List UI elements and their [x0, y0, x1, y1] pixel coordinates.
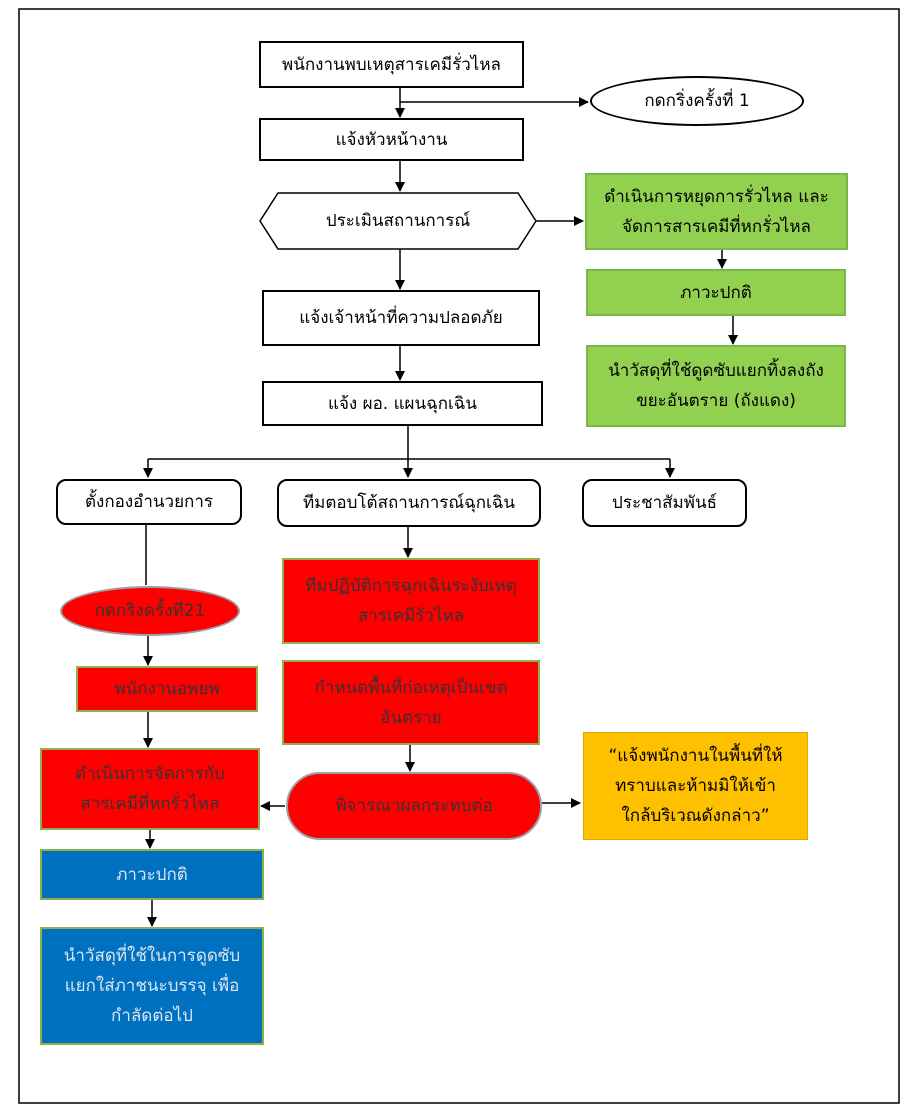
node-notify-supervisor-label: แจ้งหัวหน้างาน [335, 129, 448, 150]
node-normal-blue-label: ภาวะปกติ [116, 864, 188, 885]
node-normal-blue: ภาวะปกติ [40, 849, 264, 900]
node-command-post: ตั้งกองอำนวยการ [56, 479, 242, 525]
node-command-post-label: ตั้งกองอำนวยการ [85, 492, 213, 512]
node-public-relations: ประชาสัมพันธ์ [582, 479, 747, 527]
node-warn-employees: “แจ้งพนักงานในพื้นที่ให้ ทราบและห้ามมิให… [583, 732, 808, 840]
node-consider-impact: พิจารณาผลกระทบต่อ [286, 772, 542, 840]
node-warn-employees-label: “แจ้งพนักงานในพื้นที่ให้ ทราบและห้ามมิให… [608, 746, 783, 826]
node-found-spill: พนักงานพบเหตุสารเคมีรั่วไหล [259, 41, 524, 88]
node-dispose-red-bin: นำวัสดุที่ใช้ดูดซับแยกทิ้งลงถัง ขยะอันตร… [586, 345, 846, 427]
node-notify-safety: แจ้งเจ้าหน้าที่ความปลอดภัย [262, 290, 540, 346]
node-handle-chemical-label: ดำเนินการจัดการกับ สารเคมีที่หกรั่วไหล [75, 764, 225, 814]
node-absorb-container: นำวัสดุที่ใช้ในการดูดซับ แยกใส่ภาชนะบรรจ… [40, 927, 264, 1045]
node-handle-chemical: ดำเนินการจัดการกับ สารเคมีที่หกรั่วไหล [40, 748, 260, 830]
decision-hexagon [259, 192, 537, 250]
node-assess-situation-label: ประเมินสถานการณ์ [325, 211, 471, 231]
node-stop-leak-label: ดำเนินการหยุดการรั่วไหล และ จัดการสารเคม… [604, 186, 829, 237]
node-response-team: ทีมตอบโต้สถานการณ์ฉุกเฉิน [277, 479, 541, 527]
node-notify-director-label: แจ้ง ผอ. แผนฉุกเฉิน [327, 393, 478, 414]
node-danger-zone-label: กำหนดพื้นที่ก่อเหตุเป็นเขต อันตราย [314, 677, 508, 728]
node-first-alarm: กดกริ่งครั้งที่ 1 [590, 76, 804, 126]
node-normal-green: ภาวะปกติ [586, 269, 846, 316]
node-dispose-red-bin-label: นำวัสดุที่ใช้ดูดซับแยกทิ้งลงถัง ขยะอันตร… [608, 361, 824, 411]
node-public-relations-label: ประชาสัมพันธ์ [612, 493, 717, 513]
node-first-alarm-label: กดกริ่งครั้งที่ 1 [644, 91, 750, 111]
node-found-spill-label: พนักงานพบเหตุสารเคมีรั่วไหล [282, 54, 501, 75]
node-consider-impact-label: พิจารณาผลกระทบต่อ [335, 796, 493, 816]
node-second-alarm-label: กดกริ่งครั้งที่21 [94, 601, 206, 621]
outer-frame [18, 8, 900, 1104]
node-emergency-ops: ทีมปฏิบัติการฉุกเฉินระงับเหตุ สารเคมีรั่… [282, 558, 540, 644]
node-notify-supervisor: แจ้งหัวหน้างาน [259, 118, 524, 161]
node-stop-leak: ดำเนินการหยุดการรั่วไหล และ จัดการสารเคม… [585, 173, 848, 250]
node-normal-green-label: ภาวะปกติ [680, 282, 752, 303]
node-second-alarm: กดกริ่งครั้งที่21 [60, 586, 240, 636]
node-evacuate: พนักงานอพยพ [76, 666, 258, 712]
node-danger-zone: กำหนดพื้นที่ก่อเหตุเป็นเขต อันตราย [282, 660, 540, 745]
node-assess-situation: ประเมินสถานการณ์ [262, 194, 534, 248]
node-response-team-label: ทีมตอบโต้สถานการณ์ฉุกเฉิน [302, 493, 516, 513]
node-evacuate-label: พนักงานอพยพ [114, 679, 220, 699]
node-absorb-container-label: นำวัสดุที่ใช้ในการดูดซับ แยกใส่ภาชนะบรรจ… [63, 946, 241, 1026]
node-emergency-ops-label: ทีมปฏิบัติการฉุกเฉินระงับเหตุ สารเคมีรั่… [305, 576, 517, 626]
node-notify-safety-label: แจ้งเจ้าหน้าที่ความปลอดภัย [299, 308, 503, 328]
node-notify-director: แจ้ง ผอ. แผนฉุกเฉิน [262, 381, 543, 426]
